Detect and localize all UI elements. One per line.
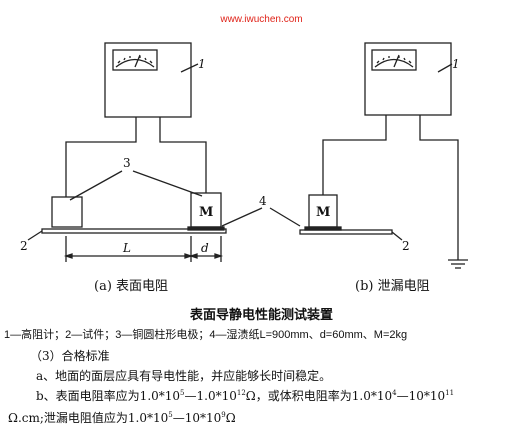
right-electrode-label: M — [316, 205, 330, 220]
right-subcaption: (b) 泄漏电阻 — [355, 278, 430, 294]
wet-paper-leader-right — [269, 207, 301, 227]
item-b-continued: Ω.cm;泄漏电阻值应为1.0*105—10*109Ω — [8, 411, 236, 425]
item-a: a、地面的面层应具有导电性能，并应能够长时间稳定。 — [36, 369, 332, 383]
electrode-callout: 3 — [123, 156, 131, 170]
wet-paper-leader-left — [221, 207, 263, 227]
left-wire-1 — [65, 117, 137, 197]
right-wire-ground — [419, 115, 459, 260]
figure-legend: 1—高阻计；2—试件；3—铜圆柱形电极；4—湿渍纸L=900mm、d=60mm、… — [4, 329, 408, 341]
right-specimen-leader — [391, 231, 403, 241]
left-wire-2 — [159, 117, 207, 193]
test-setup-diagram: 1 3 2 4 M L d (a) 表面电阻 1 M 2 (b) 泄漏电阻 — [20, 42, 468, 294]
right-meter-leader — [437, 63, 453, 73]
figure-caption: 表面导静电性能测试装置 — [189, 307, 333, 322]
left-meter-leader — [180, 63, 199, 73]
left-subcaption: (a) 表面电阻 — [94, 279, 168, 294]
right-wire-1 — [322, 115, 387, 195]
wet-paper-callout: 4 — [259, 194, 267, 208]
left-meter-callout: 1 — [198, 57, 206, 71]
right-specimen-callout: 2 — [402, 239, 410, 253]
dim-d-label: d — [201, 241, 209, 255]
section-heading: （3）合格标准 — [30, 349, 110, 363]
electrode-leader-2 — [132, 170, 203, 197]
left-wet-paper — [187, 226, 225, 231]
item-b: b、表面电阻率应为1.0*105—1.0*1012Ω，或体积电阻率为1.0*10… — [36, 389, 455, 403]
electrode-leader-1 — [69, 170, 123, 201]
right-high-resistance-meter — [364, 42, 452, 116]
dim-L-label: L — [122, 241, 131, 255]
left-electrode-1 — [51, 196, 83, 228]
right-specimen — [299, 229, 393, 235]
right-meter-callout: 1 — [452, 57, 460, 71]
watermark: www.iwuchen.com — [220, 14, 303, 25]
left-specimen-callout: 2 — [20, 239, 28, 253]
left-high-resistance-meter — [104, 42, 192, 118]
ground-symbol — [448, 259, 468, 269]
left-electrode-label: M — [199, 205, 213, 220]
left-specimen-leader — [27, 230, 43, 241]
